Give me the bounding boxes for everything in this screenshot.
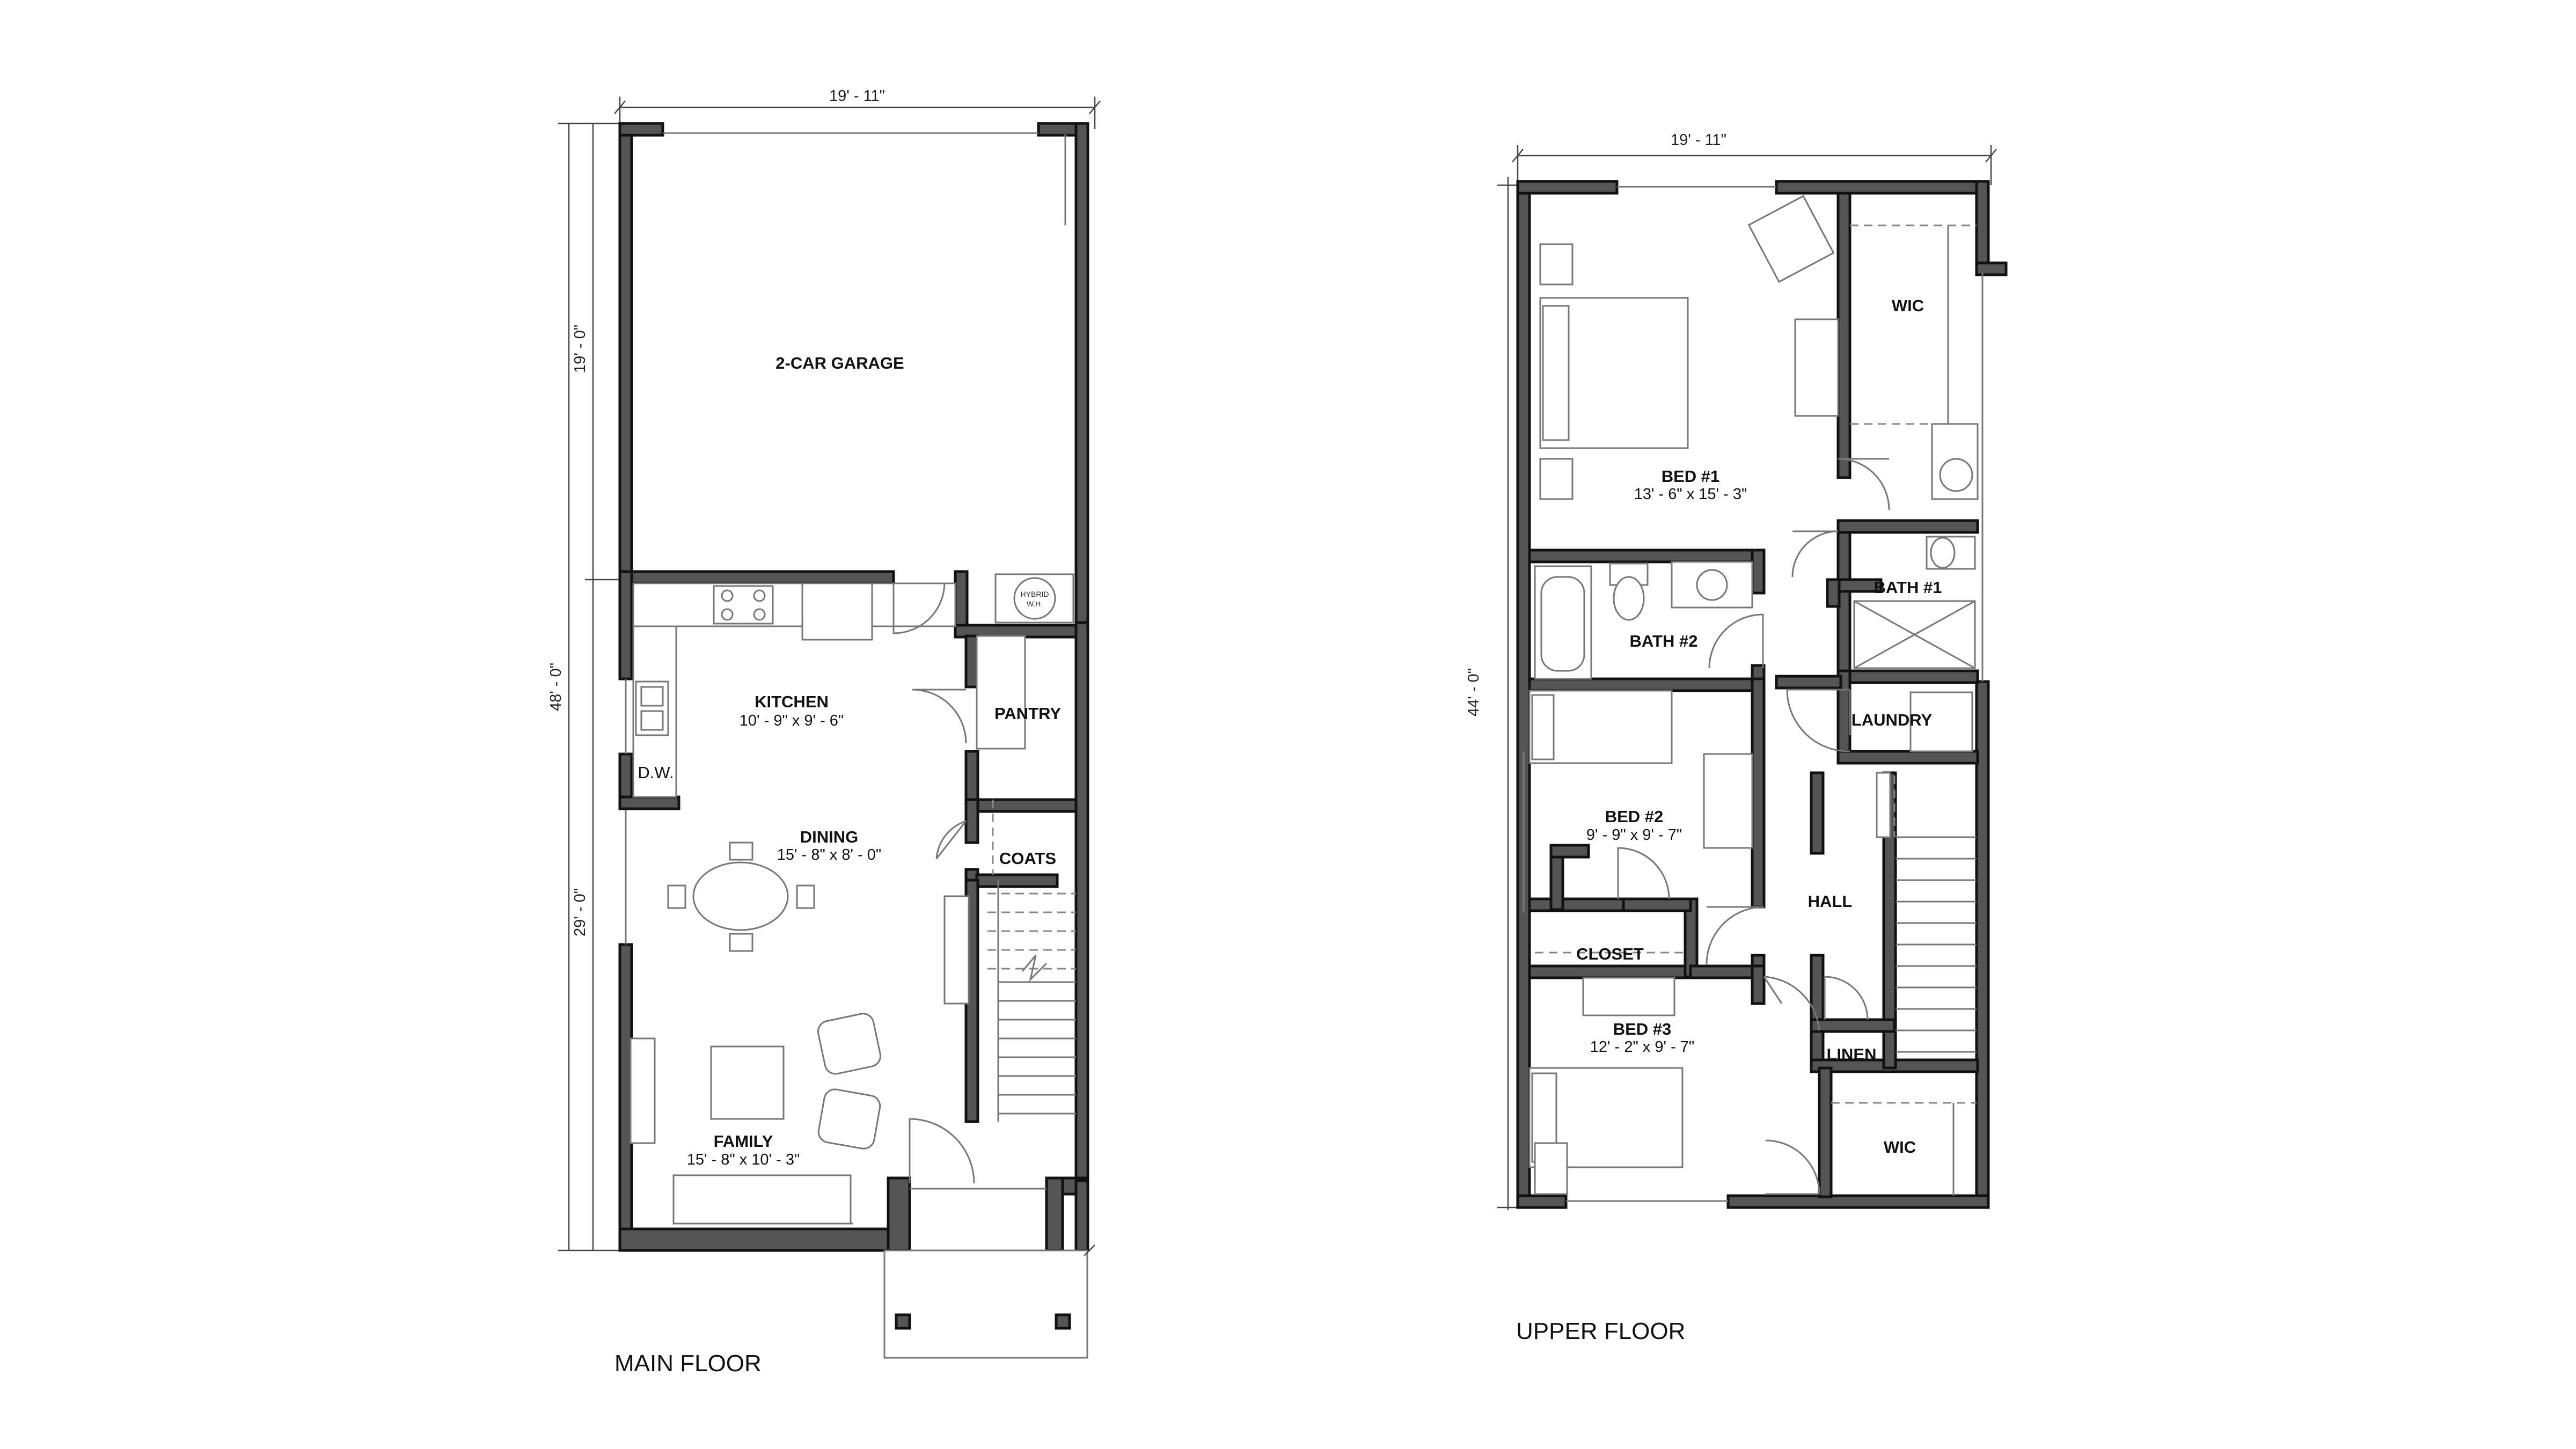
family-size: 15' - 8" x 10' - 3" bbox=[687, 1151, 800, 1168]
garage-label: 2-CAR GARAGE bbox=[775, 354, 904, 372]
main-house-depth-dimension: 29' - 0" bbox=[572, 888, 589, 936]
bath2-label: BATH #2 bbox=[1630, 632, 1698, 650]
bed1-label: BED #1 bbox=[1662, 467, 1720, 486]
main-width-dimension: 19' - 11" bbox=[829, 87, 885, 105]
bed2-furniture bbox=[1528, 690, 1753, 954]
refrigerator-icon bbox=[801, 582, 873, 641]
family-label: FAMILY bbox=[714, 1132, 773, 1151]
kitchen-fixtures: D.W. HYBRID W.H. bbox=[632, 573, 1074, 798]
coats-label: COATS bbox=[999, 849, 1056, 868]
bed2-label: BED #2 bbox=[1605, 807, 1664, 826]
main-garage-depth-dimension: 19' - 0" bbox=[572, 325, 589, 373]
water-heater-label-1: HYBRID bbox=[1021, 590, 1049, 598]
porch bbox=[883, 1245, 1095, 1359]
upper-floor-dimensions: 19' - 11" 44' - 0" bbox=[1465, 131, 1997, 1210]
kitchen-size: 10' - 9" x 9' - 6" bbox=[740, 712, 844, 729]
upper-floor-title: UPPER FLOOR bbox=[1516, 1318, 1685, 1344]
dining-label: DINING bbox=[800, 828, 859, 846]
dishwasher-label: D.W. bbox=[638, 763, 674, 782]
wic1-label: WIC bbox=[1892, 296, 1924, 315]
bed2-size: 9' - 9" x 9' - 7" bbox=[1586, 826, 1682, 844]
hall-label: HALL bbox=[1808, 892, 1853, 911]
main-floor-title: MAIN FLOOR bbox=[614, 1350, 762, 1377]
bed3-furniture bbox=[1528, 977, 1820, 1195]
upper-depth-dimension: 44' - 0" bbox=[1465, 668, 1482, 716]
dining-table-icon bbox=[667, 841, 815, 952]
kitchen-label: KITCHEN bbox=[755, 692, 829, 711]
linen-label: LINEN bbox=[1827, 1045, 1877, 1064]
main-floor-dimensions: 19' - 11" 48' - 0" 19' - 0" 29' - 0" bbox=[547, 87, 1101, 1252]
upper-floor-walls bbox=[1516, 180, 2008, 1209]
bed3-size: 12' - 2" x 9' - 7" bbox=[1590, 1038, 1694, 1056]
upper-width-dimension: 19' - 11" bbox=[1671, 131, 1726, 149]
bath2-fixtures bbox=[1534, 561, 1764, 680]
pantry-label: PANTRY bbox=[994, 704, 1061, 723]
upper-floor-plan: 19' - 11" 44' - 0" bbox=[1465, 131, 2008, 1344]
main-floor-plan: 19' - 11" 48' - 0" 19' - 0" 29' - 0" bbox=[547, 87, 1101, 1377]
water-heater-icon bbox=[1013, 577, 1056, 620]
laundry-label: LAUNDRY bbox=[1851, 711, 1933, 729]
family-furniture bbox=[630, 1013, 1046, 1190]
bath1-label: BATH #1 bbox=[1874, 578, 1942, 597]
main-stairs-icon bbox=[943, 880, 1076, 1122]
closet-label: CLOSET bbox=[1576, 945, 1644, 963]
main-total-depth-dimension: 48' - 0" bbox=[547, 663, 565, 711]
water-heater-label-2: W.H. bbox=[1027, 599, 1043, 608]
bed1-size: 13' - 6" x 15' - 3" bbox=[1634, 486, 1747, 503]
bed3-label: BED #3 bbox=[1613, 1020, 1672, 1038]
upper-stairs-icon bbox=[1876, 772, 1977, 1053]
dining-size: 15' - 8" x 8' - 0" bbox=[777, 846, 881, 863]
wic2-label: WIC bbox=[1884, 1138, 1916, 1157]
bath1-fixtures bbox=[1853, 423, 1979, 669]
bed1-furniture bbox=[1539, 195, 1890, 577]
